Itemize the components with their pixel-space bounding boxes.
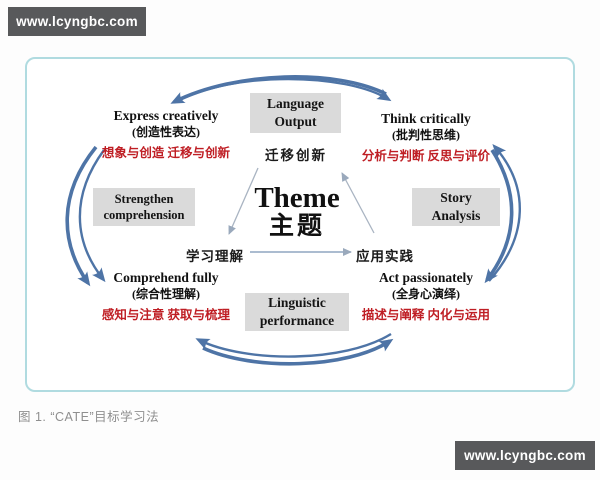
watermark-top: www.lcyngbc.com xyxy=(8,7,146,36)
story-line2: Analysis xyxy=(431,208,481,223)
strengthen-comprehension-box: Strengthen comprehension xyxy=(93,188,195,226)
corner-think-critically: Think critically (批判性思维) 分析与判断 反思与评价 xyxy=(352,111,500,164)
theme-title-en: Theme xyxy=(254,182,340,214)
act-passionately-zh: (全身心演绎) xyxy=(392,286,460,301)
express-creatively-en: Express creatively xyxy=(113,108,219,123)
theme-center: Theme 主题 xyxy=(237,184,357,242)
act-passionately-detail: 描述与阐释 内化与运用 xyxy=(361,308,491,323)
comprehend-fully-detail: 感知与注意 获取与梳理 xyxy=(101,308,231,323)
think-critically-zh: (批判性思维) xyxy=(392,127,460,142)
figure-caption: 图 1. “CATE”目标学习法 xyxy=(18,410,160,424)
linguistic-line1: Linguistic xyxy=(268,295,326,311)
stage-label-transfer-innovate: 迁移创新 xyxy=(265,148,327,163)
language-output-line1: Language xyxy=(266,96,324,112)
linguistic-line2: performance xyxy=(259,313,335,328)
think-critically-en: Think critically xyxy=(381,111,471,126)
stage-label-learn-understand: 学习理解 xyxy=(186,249,244,264)
strengthen-line1: Strengthen xyxy=(114,191,174,206)
comprehend-fully-en: Comprehend fully xyxy=(113,270,219,285)
act-passionately-en: Act passionately xyxy=(378,270,474,285)
story-analysis-box: Story Analysis xyxy=(412,188,500,226)
story-line1: Story xyxy=(440,190,472,206)
linguistic-performance-box: Linguistic performance xyxy=(245,293,349,331)
language-output-box: Language Output xyxy=(250,93,341,133)
comprehend-fully-zh: (综合性理解) xyxy=(132,286,200,301)
stage-label-apply-practice: 应用实践 xyxy=(356,249,414,264)
express-creatively-zh: (创造性表达) xyxy=(132,124,200,139)
corner-express-creatively: Express creatively (创造性表达) 想象与创造 迁移与创新 xyxy=(84,108,248,161)
language-output-line2: Output xyxy=(274,114,317,129)
express-creatively-detail: 想象与创造 迁移与创新 xyxy=(101,146,231,161)
corner-act-passionately: Act passionately (全身心演绎) 描述与阐释 内化与运用 xyxy=(350,270,502,323)
strengthen-line2: comprehension xyxy=(103,208,185,222)
think-critically-detail: 分析与判断 反思与评价 xyxy=(361,149,491,164)
watermark-bottom: www.lcyngbc.com xyxy=(455,441,595,470)
theme-title-zh: 主题 xyxy=(268,213,325,240)
corner-comprehend-fully: Comprehend fully (综合性理解) 感知与注意 获取与梳理 xyxy=(84,270,248,323)
